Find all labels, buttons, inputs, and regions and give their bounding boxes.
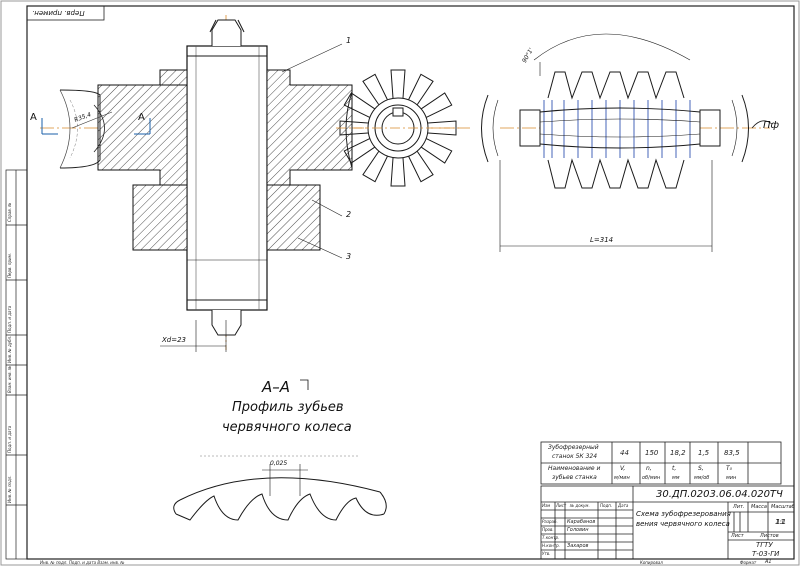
hob-assembly [40, 15, 470, 352]
params-row2-u1: об/мин [642, 475, 661, 481]
left-strip-6: Инв. № подл. [7, 475, 12, 503]
left-strip-2: Подп. и дата [7, 305, 12, 333]
tb-hdr-3: Подп. [600, 503, 613, 508]
left-strip-0: Справ. № [7, 202, 12, 222]
xd-dim: Xd=23 [162, 336, 187, 344]
left-strip-4: Взам. инв. № [7, 365, 12, 393]
section-mark-arrow [300, 379, 309, 390]
callout-3: 3 [346, 252, 352, 261]
tb-role-2: Т.контр. [542, 535, 560, 540]
params-row2-s0: V, [620, 465, 626, 472]
section-mark-right: A [138, 112, 145, 123]
left-strip-5: Подп. и дата [7, 425, 12, 453]
section-mark-left: A [30, 112, 37, 123]
tb-role-0: Разраб. [542, 519, 558, 524]
section-subtitle-1: Профиль зубьев [232, 400, 344, 415]
bottom-format: Формат [740, 560, 757, 565]
bottom-left-note: Инв. № подл. Подп. и дата Взам. инв. № [40, 560, 125, 565]
bottom-format-val: A1 [765, 559, 772, 565]
length-dim: L=314 [590, 236, 614, 244]
tb-hdr-2: № докум. [570, 503, 590, 508]
top-stamp-box [26, 5, 105, 21]
section-subtitle-2: червячного колеса [222, 420, 352, 435]
left-strip-3: Инв. № дубл. [7, 335, 12, 363]
bottom-copied: Копировал [640, 560, 663, 565]
params-row1-v2: 18,2 [670, 449, 686, 457]
title-line-1: Схема зубофрезерования [636, 510, 731, 518]
params-row2-label2: зубьев станка [552, 474, 597, 481]
tb-org-1: ТГТУ [756, 541, 773, 549]
params-row1-v1: 150 [645, 449, 659, 457]
params-row2-u2: мм [672, 475, 680, 481]
tooth-profile [173, 455, 387, 521]
params-table-grid [540, 441, 782, 485]
tb-mass-hdr: Масса [751, 504, 767, 510]
top-stamp-text: Перв. примен. [32, 9, 85, 17]
title-line-2: вения червячного колеса [636, 520, 730, 528]
tb-scale-hdr: Масштаб [771, 504, 795, 510]
left-strip-1: Перв. прим. [7, 253, 12, 278]
tb-name-1: Головин [567, 527, 589, 533]
section-title: А–А [262, 378, 291, 396]
tb-org-2: Т-03-ГИ [752, 550, 780, 558]
params-row1-label2: станок 5К 324 [552, 453, 598, 460]
tb-hdr-4: Дата [618, 503, 629, 508]
pf-label: Пф [763, 120, 780, 131]
tb-role-4: Утв. [542, 551, 551, 556]
tb-hdr-0: Изм [542, 503, 551, 508]
right-hub-section [266, 69, 353, 251]
tb-hdr-1: Лист [556, 503, 567, 508]
tb-lit-hdr: Лит. [733, 504, 745, 510]
tb-sheet-lbl: Лист [731, 533, 744, 539]
pitch-dim: 0,025 [270, 460, 288, 467]
params-row2-u3: мм/об [694, 475, 710, 481]
params-row1-label1: Зубофрезерный [548, 444, 599, 451]
tb-name-0: Карабанов [567, 519, 596, 525]
params-row2-u0: м/мин [614, 475, 630, 481]
callout-1: 1 [346, 36, 352, 45]
gear-cutter [336, 69, 460, 187]
tb-role-1: Пров. [542, 527, 554, 532]
params-row2-u4: мин [726, 475, 737, 481]
params-row2-s3: S, [698, 465, 704, 472]
params-row1-v4: 83,5 [724, 449, 740, 457]
tb-scale-val: 1:1 [775, 518, 787, 526]
params-row2-s4: T₀ [726, 465, 733, 472]
callout-2: 2 [346, 210, 352, 219]
params-row2-s1: n, [646, 465, 652, 472]
tb-role-3: Н.контр. [542, 543, 560, 548]
left-strip [5, 169, 28, 560]
params-row1-v0: 44 [620, 449, 629, 457]
left-hub-section [97, 69, 188, 251]
params-row2-s2: t, [672, 465, 677, 472]
tb-sheets-val: 11 [776, 518, 785, 526]
params-row1-v3: 1,5 [698, 449, 710, 457]
tb-name-3: Захаров [567, 543, 589, 549]
hob-view [481, 33, 773, 252]
doc-code: 30.ДП.0203.06.04.020ТЧ [656, 489, 783, 500]
params-row2-label1: Наименование и [548, 465, 601, 472]
tb-sheets-lbl: Листов [760, 533, 779, 539]
